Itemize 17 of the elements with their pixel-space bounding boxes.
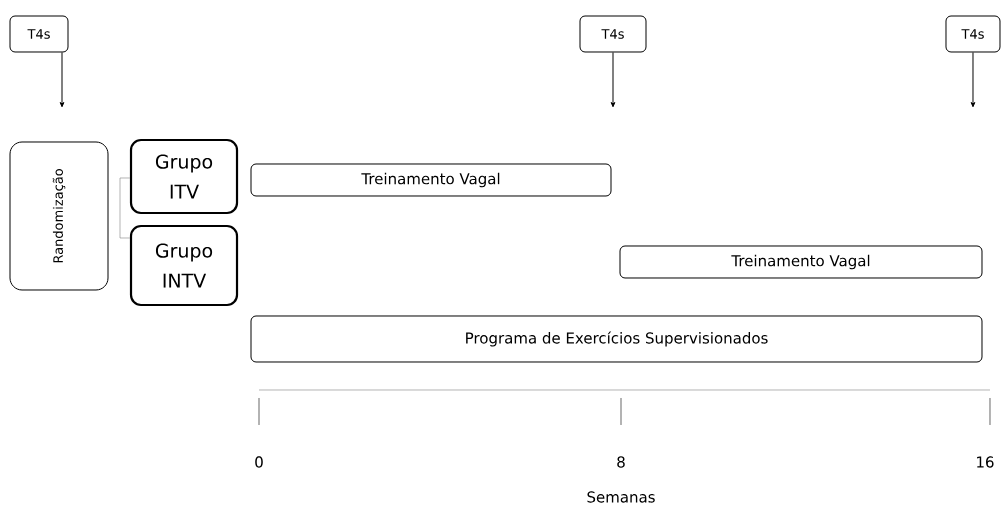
group-box: Grupo INTV <box>129 224 239 307</box>
phase-bar: Treinamento Vagal <box>250 163 612 197</box>
arrow <box>59 52 65 108</box>
bracket-line <box>119 177 131 239</box>
timepoint-box: T4s <box>945 15 1001 53</box>
arrow <box>610 52 616 108</box>
timepoint-box: T4s <box>579 15 647 53</box>
tick-label: 8 <box>617 456 625 468</box>
randomization-box: Randomização <box>9 141 109 291</box>
axis-title: Semanas <box>587 491 655 503</box>
group-box: Grupo ITV <box>129 138 239 215</box>
tick-label: 16 <box>977 456 994 468</box>
arrow <box>970 52 976 108</box>
phase-bar: Treinamento Vagal <box>619 245 983 279</box>
tick-label: 0 <box>255 456 263 468</box>
phase-bar: Programa de Exercícios Supervisionados <box>250 315 983 363</box>
timepoint-box: T4s <box>9 15 69 53</box>
